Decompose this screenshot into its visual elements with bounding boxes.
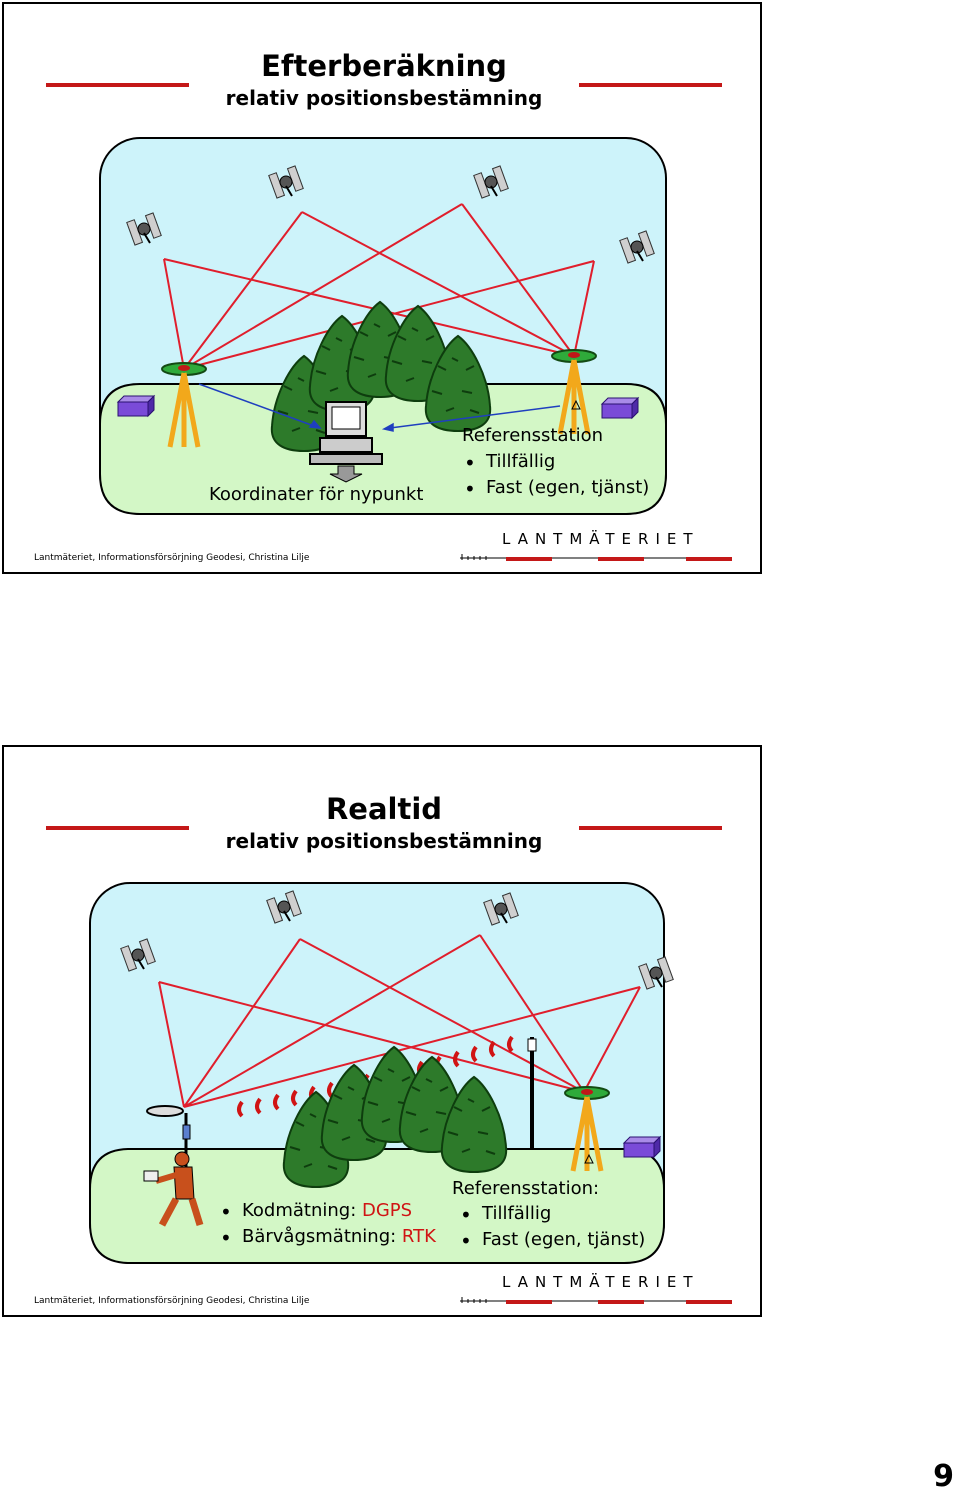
slide-subtitle: relativ positionsbestämning	[225, 829, 543, 853]
reference-item-temporary: Tillfällig	[464, 451, 555, 475]
lantmateriet-logo: LANTMÄTERIET	[502, 1273, 700, 1291]
logo-scale-bar	[460, 554, 732, 561]
title-rule-left	[46, 83, 189, 87]
slide-efterberakning: Efterberäkning relativ positionsbestämni…	[2, 2, 762, 574]
slide-realtid: Realtid relativ positionsbestämning	[2, 745, 762, 1317]
reference-station-heading: Referensstation	[462, 425, 603, 446]
logo-scale-bar	[460, 1297, 732, 1304]
method-label: Bärvågsmätning:	[242, 1226, 402, 1247]
method-code-measurement: Kodmätning: DGPS	[220, 1200, 413, 1224]
title-rule-right	[579, 826, 722, 830]
method-value-rtk: RTK	[401, 1226, 436, 1247]
method-label: Kodmätning:	[242, 1200, 362, 1221]
reference-station-heading: Referensstation:	[452, 1178, 600, 1199]
computer-icon	[309, 401, 383, 483]
method-value-dgps: DGPS	[362, 1200, 413, 1221]
slide-title: Efterberäkning	[261, 49, 507, 83]
slide-subtitle: relativ positionsbestämning	[225, 86, 543, 110]
method-carrier-measurement: Bärvågsmätning: RTK	[220, 1226, 436, 1250]
title-rule-right	[579, 83, 722, 87]
label-coordinates-new-point: Koordinater för nypunkt	[209, 484, 424, 505]
surveyor-rover-icon	[143, 1105, 204, 1227]
slide-footer: Lantmäteriet, Informationsförsörjning Ge…	[34, 1296, 310, 1306]
reference-item-permanent: Fast (egen, tjänst)	[464, 477, 649, 501]
reference-item-temporary: Tillfällig	[460, 1203, 551, 1227]
page-number: 9	[933, 1459, 954, 1494]
title-rule-left	[46, 826, 189, 830]
reference-item-permanent: Fast (egen, tjänst)	[460, 1229, 645, 1253]
slide-footer: Lantmäteriet, Informationsförsörjning Ge…	[34, 553, 310, 563]
lantmateriet-logo: LANTMÄTERIET	[502, 530, 700, 548]
slide-title: Realtid	[325, 792, 443, 826]
